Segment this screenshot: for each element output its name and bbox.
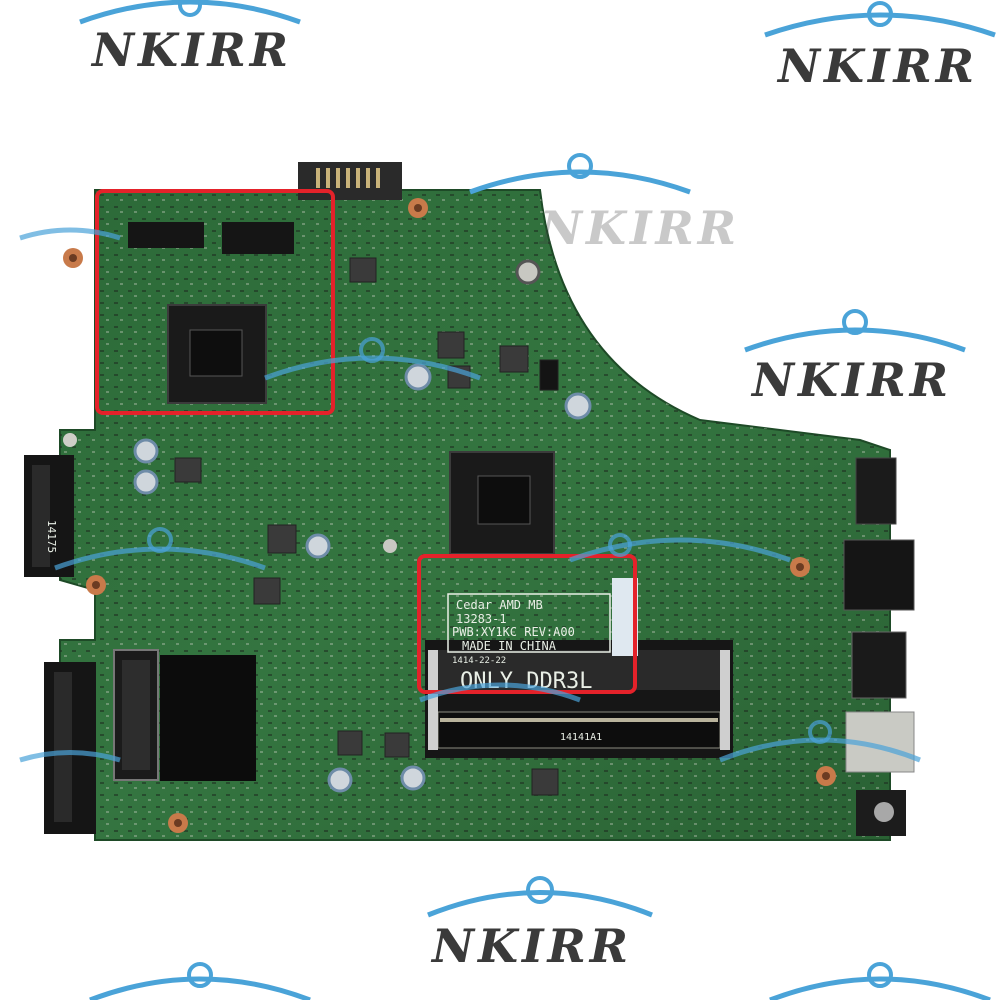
sata-connector-bottom	[44, 662, 96, 834]
watermark-top-right: NKIRR	[764, 1, 996, 93]
battery-connector	[298, 162, 402, 200]
watermark-bottom-center: NKIRR	[427, 876, 653, 973]
ram-highlight-box	[417, 554, 637, 694]
ram-type-marking: ONLY DDR3L	[460, 669, 592, 694]
watermark-text: NKIRR	[90, 23, 292, 77]
watermark-left-mid	[19, 227, 266, 763]
cmos-pad	[160, 655, 256, 781]
watermark-right-mid: NKIRR	[744, 309, 966, 407]
capacitors	[133, 259, 592, 793]
msata-slot	[113, 649, 159, 781]
label-line-3: PWB:XY1KC REV:A00	[452, 625, 575, 639]
watermark-text: NKIRR	[538, 201, 740, 255]
label-line-4: MADE IN CHINA	[462, 639, 557, 653]
watermark-lower-right	[419, 533, 921, 763]
watermark-text: NKIRR	[776, 39, 978, 93]
watermark-bottom-edge	[89, 962, 991, 1000]
gpu-highlight-box	[95, 189, 335, 415]
label-line-2: 13283-1	[456, 612, 507, 626]
apu-chip	[449, 451, 555, 555]
watermarks: NKIRR NKIRR NKIRR NKIRR	[19, 0, 996, 1000]
sata-marking: 14175	[45, 520, 58, 553]
right-ports	[843, 457, 915, 836]
watermark-text: NKIRR	[750, 353, 952, 407]
watermark-text: NKIRR	[430, 919, 632, 973]
mounting-holes	[63, 198, 836, 833]
gpu-chip	[128, 222, 294, 404]
date-code: 1414-22-22	[452, 656, 506, 666]
watermark-mid-top: NKIRR	[469, 153, 740, 255]
label-line-1: Cedar AMD MB	[456, 598, 543, 612]
ram-slot-marking: 14141A1	[560, 732, 602, 743]
highlight-boxes	[95, 189, 637, 694]
watermark-top-left: NKIRR	[79, 0, 301, 77]
watermark-center	[264, 337, 481, 381]
sata-connector-top: 14175	[24, 455, 74, 577]
